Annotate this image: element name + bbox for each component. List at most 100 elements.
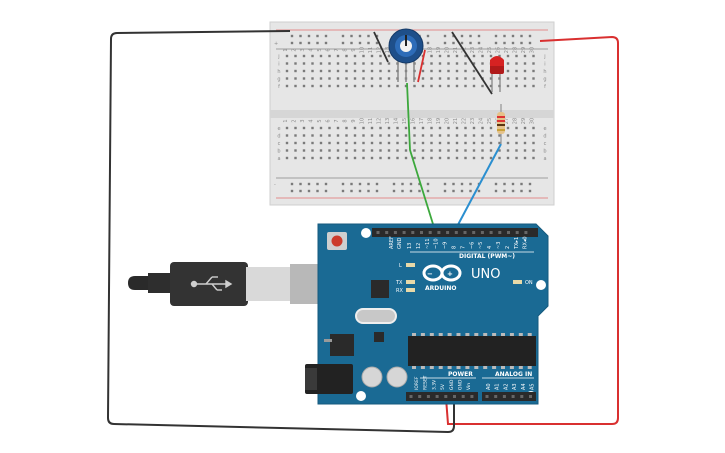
header-pin[interactable] (437, 231, 441, 234)
breadboard-hole[interactable] (515, 77, 518, 80)
breadboard-hole[interactable] (302, 54, 306, 58)
header-pin[interactable] (494, 395, 498, 398)
breadboard-hole[interactable] (455, 141, 459, 145)
breadboard-hole[interactable] (396, 134, 399, 137)
rail-hole[interactable] (426, 41, 430, 45)
header-pin[interactable] (393, 231, 397, 234)
breadboard-hole[interactable] (472, 156, 476, 160)
rail-hole[interactable] (290, 189, 294, 193)
breadboard-hole[interactable] (294, 149, 297, 152)
breadboard-hole[interactable] (523, 149, 527, 152)
header-pin[interactable] (420, 231, 423, 234)
breadboard-hole[interactable] (345, 77, 348, 80)
rail-hole[interactable] (299, 182, 302, 186)
rail-hole[interactable] (426, 189, 430, 193)
rail-hole[interactable] (443, 41, 447, 45)
breadboard-hole[interactable] (532, 77, 535, 80)
rail-hole[interactable] (460, 182, 464, 186)
breadboard-hole[interactable] (515, 126, 518, 130)
rail-hole[interactable] (528, 41, 532, 45)
breadboard-hole[interactable] (396, 149, 399, 152)
breadboard-hole[interactable] (336, 77, 340, 80)
breadboard-hole[interactable] (506, 126, 510, 130)
header-pin[interactable] (524, 231, 528, 234)
rail-hole[interactable] (350, 34, 353, 38)
header-pin[interactable] (446, 231, 450, 234)
breadboard-hole[interactable] (464, 126, 467, 130)
breadboard-hole[interactable] (515, 149, 518, 152)
rail-hole[interactable] (469, 189, 472, 193)
breadboard-hole[interactable] (438, 134, 442, 137)
breadboard-hole[interactable] (421, 149, 425, 152)
breadboard-hole[interactable] (464, 134, 467, 137)
rail-hole[interactable] (520, 34, 523, 38)
breadboard-hole[interactable] (472, 62, 476, 65)
breadboard-hole[interactable] (464, 69, 467, 73)
header-pin[interactable] (463, 231, 467, 234)
rail-hole[interactable] (350, 189, 353, 193)
rail-hole[interactable] (409, 189, 413, 193)
rail-hole[interactable] (367, 34, 370, 38)
breadboard-hole[interactable] (345, 141, 348, 145)
header-pin[interactable] (454, 231, 458, 234)
breadboard-hole[interactable] (413, 149, 416, 152)
breadboard-hole[interactable] (447, 54, 450, 58)
breadboard-hole[interactable] (532, 84, 535, 88)
rail-hole[interactable] (503, 182, 506, 186)
breadboard-hole[interactable] (404, 84, 408, 88)
breadboard-hole[interactable] (447, 156, 450, 160)
breadboard-hole[interactable] (464, 141, 467, 145)
breadboard-hole[interactable] (489, 141, 493, 145)
header-pin[interactable] (472, 231, 476, 234)
rail-hole[interactable] (460, 41, 464, 45)
breadboard-hole[interactable] (489, 77, 493, 80)
breadboard-hole[interactable] (472, 54, 476, 58)
rail-hole[interactable] (290, 34, 294, 38)
breadboard-hole[interactable] (302, 84, 306, 88)
breadboard-hole[interactable] (370, 84, 374, 88)
breadboard-hole[interactable] (370, 62, 374, 65)
resistor[interactable] (497, 104, 505, 144)
breadboard-hole[interactable] (404, 149, 408, 152)
breadboard-hole[interactable] (472, 149, 476, 152)
breadboard-hole[interactable] (302, 126, 306, 130)
breadboard-hole[interactable] (379, 54, 382, 58)
rail-hole[interactable] (494, 41, 498, 45)
breadboard-hole[interactable] (481, 156, 484, 160)
breadboard-hole[interactable] (285, 62, 289, 65)
breadboard-hole[interactable] (353, 126, 357, 130)
rail-hole[interactable] (520, 41, 523, 45)
breadboard-hole[interactable] (319, 149, 323, 152)
breadboard-hole[interactable] (506, 156, 510, 160)
breadboard-hole[interactable] (294, 69, 297, 73)
breadboard-hole[interactable] (455, 77, 459, 80)
breadboard-hole[interactable] (515, 62, 518, 65)
breadboard-hole[interactable] (515, 69, 518, 73)
breadboard-hole[interactable] (302, 141, 306, 145)
breadboard-hole[interactable] (379, 69, 382, 73)
rail-hole[interactable] (452, 41, 455, 45)
breadboard-hole[interactable] (532, 156, 535, 160)
breadboard-hole[interactable] (302, 62, 306, 65)
breadboard-hole[interactable] (362, 84, 365, 88)
breadboard-hole[interactable] (362, 62, 365, 65)
breadboard-hole[interactable] (319, 77, 323, 80)
breadboard-hole[interactable] (447, 149, 450, 152)
breadboard-hole[interactable] (370, 156, 374, 160)
rail-hole[interactable] (452, 189, 455, 193)
breadboard-hole[interactable] (532, 149, 535, 152)
breadboard-hole[interactable] (336, 126, 340, 130)
breadboard-hole[interactable] (294, 126, 297, 130)
breadboard-hole[interactable] (532, 126, 535, 130)
header-pin[interactable] (461, 395, 465, 398)
rail-hole[interactable] (290, 41, 294, 45)
rail-hole[interactable] (469, 34, 472, 38)
breadboard-hole[interactable] (455, 69, 459, 73)
rail-hole[interactable] (316, 41, 319, 45)
rail-hole[interactable] (494, 189, 498, 193)
breadboard-hole[interactable] (430, 141, 433, 145)
breadboard-hole[interactable] (362, 156, 365, 160)
breadboard-hole[interactable] (319, 54, 323, 58)
breadboard-hole[interactable] (311, 149, 314, 152)
header-pin[interactable] (507, 231, 510, 234)
